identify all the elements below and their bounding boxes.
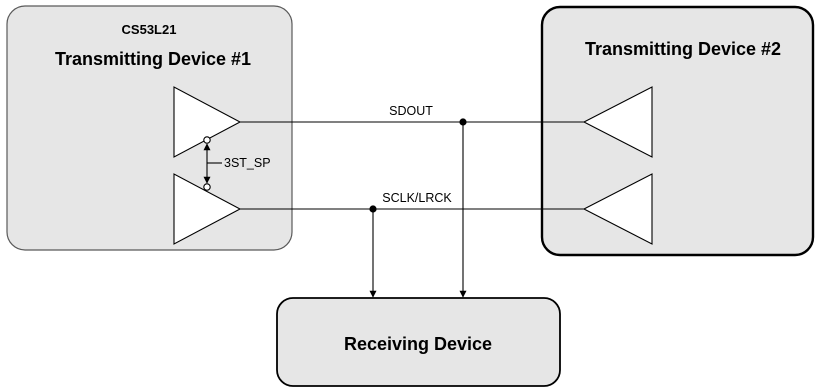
receiving-device-title: Receiving Device xyxy=(344,334,492,354)
receiving-device-box xyxy=(276,297,561,387)
transmitting-device-1-title: Transmitting Device #1 xyxy=(55,49,251,69)
transmitting-device-2: Transmitting Device #2 xyxy=(540,5,815,257)
tristate-label: 3ST_SP xyxy=(224,156,271,170)
receiving-device: Receiving Device xyxy=(276,297,561,387)
transmitting-device-2-box xyxy=(540,5,815,257)
tristate-control: 3ST_SP xyxy=(203,136,271,191)
transmitting-device-2-title: Transmitting Device #2 xyxy=(585,39,781,59)
transmitting-device-1: CS53L21 Transmitting Device #1 xyxy=(6,5,293,251)
transmitting-device-1-box xyxy=(6,5,293,251)
tx2-sdout-buffer xyxy=(582,86,653,158)
tristate-enable-bubble-bottom xyxy=(203,183,211,191)
sclk-lrck-label: SCLK/LRCK xyxy=(382,191,452,205)
tx1-sclk-buffer xyxy=(173,173,242,245)
sdout-label: SDOUT xyxy=(389,104,433,118)
tristate-enable-bubble-top xyxy=(203,136,211,144)
transmitting-device-1-part-number: CS53L21 xyxy=(122,22,177,37)
tx2-sclk-buffer xyxy=(582,173,653,245)
